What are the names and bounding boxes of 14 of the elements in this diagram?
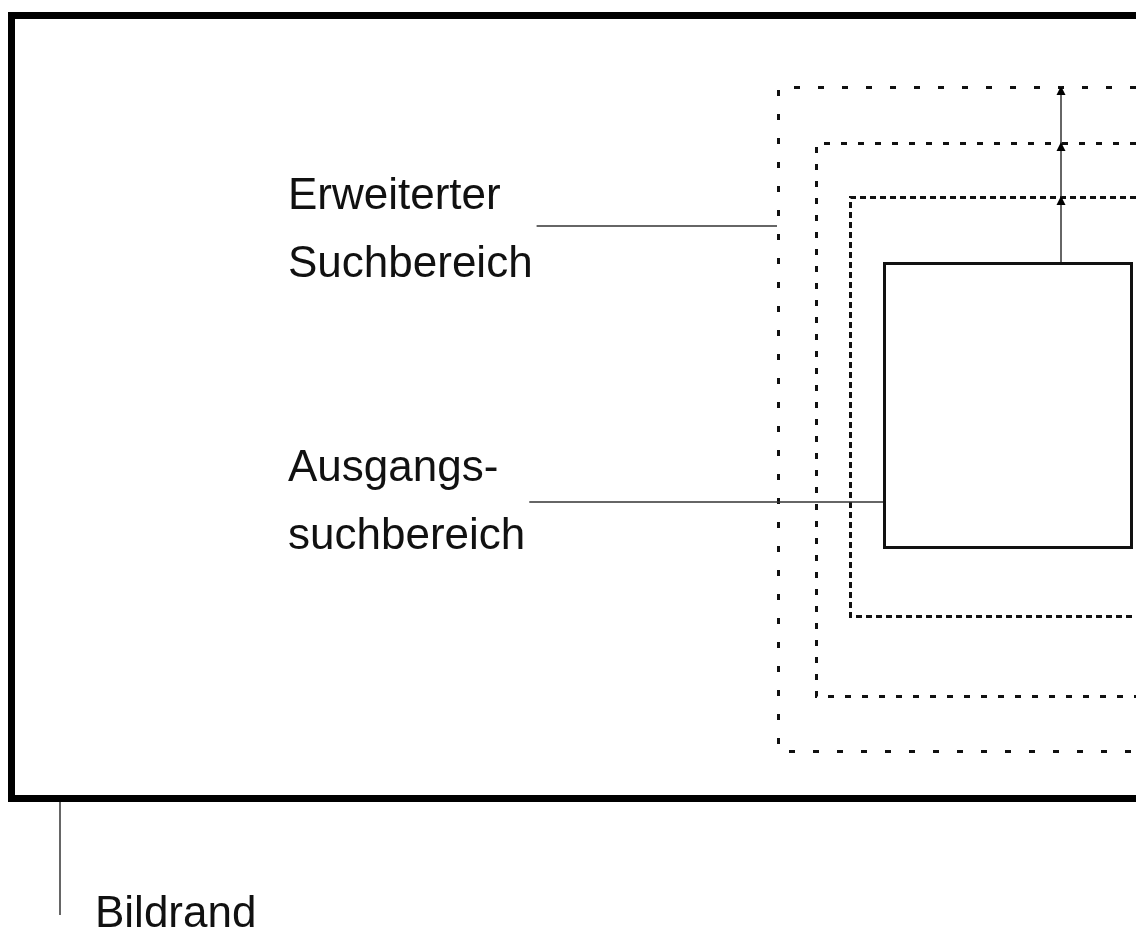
arrow — [1056, 141, 1066, 197]
label-text: Erweiterter Suchbereich — [288, 160, 533, 296]
search-area-outline — [815, 142, 1136, 698]
search-area-outline — [849, 196, 1136, 618]
image-border — [8, 12, 1136, 802]
search-area-outline — [777, 86, 1136, 753]
leader-line — [528, 501, 884, 503]
initial-search-area-box — [883, 262, 1133, 549]
arrow — [1056, 195, 1066, 263]
label-text: Ausgangs- suchbereich — [288, 432, 526, 568]
leader-line — [535, 225, 778, 227]
leader-line — [59, 801, 61, 916]
arrow — [1056, 85, 1066, 143]
label-text: Bildrand — [58, 878, 308, 945]
